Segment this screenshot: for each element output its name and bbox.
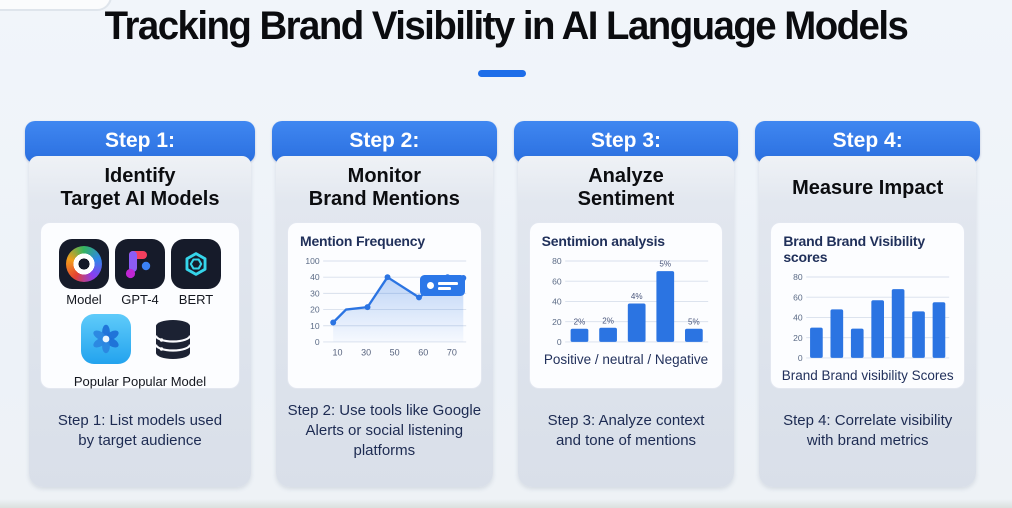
svg-text:10: 10 [332,347,342,357]
step-3-title: Analyze Sentiment [518,156,735,220]
step-1-card: Step 1: Identify Target AI Models Model [25,121,255,487]
svg-text:60: 60 [552,276,562,286]
steps-row: Step 1: Identify Target AI Models Model [25,121,981,487]
step-3-body: Analyze Sentiment Sentimion analysis 80 6… [517,156,735,487]
step-1-title: Identify Target AI Models [29,156,251,220]
title-underline-dash [478,70,526,77]
step-1-title-line2: Target AI Models [60,188,220,210]
f-note-icon [115,239,165,289]
svg-text:80: 80 [793,272,803,282]
svg-text:0: 0 [557,337,562,347]
step-3-caption: Step 3: Analyze context and tone of ment… [547,412,705,449]
svg-text:30: 30 [361,347,371,357]
chart-x-axis-label: Brand Brand visibility Scores [781,367,954,383]
step-2-body: Monitor Brand Mentions Mention Frequency… [276,156,493,487]
svg-text:40: 40 [793,313,803,323]
step-4-caption: Step 4: Correlate visibility with brand … [783,412,953,449]
step-3-card: Step 3: Analyze Sentiment Sentimion anal… [513,121,739,487]
svg-text:2%: 2% [573,317,585,326]
color-pinwheel-icon [59,239,109,289]
step-2-title: Monitor Brand Mentions [276,156,493,220]
svg-text:20: 20 [310,305,320,315]
model-cell: BERT [168,239,224,307]
model-label: GPT-4 [121,292,159,307]
chart-x-axis-label: Positive / neutral / Negative [543,351,709,367]
svg-text:2%: 2% [602,316,614,325]
svg-text:40: 40 [552,297,562,307]
chart-tooltip-badge [419,275,465,296]
step-4-body: Measure Impact Brand Brand Visibility sc… [759,156,977,487]
chart-title: Brand Brand Visibility scores [783,233,925,265]
models-row-2 [51,314,229,371]
bar-chart: 80 60 40 20 0 [781,268,954,367]
step-3-title-line2: Sentiment [577,188,675,210]
svg-text:20: 20 [793,333,803,343]
chart-title: Mention Frequency [300,233,425,249]
step-1-models-panel: Model GPT-4 [40,222,240,389]
step-3-title-line1: Analyze [588,165,664,187]
badge-line-icon [437,287,451,290]
step-1-body: Identify Target AI Models Model [29,156,251,487]
svg-text:80: 80 [552,256,562,266]
model-label: Model [66,292,102,307]
badge-dot-icon [426,282,434,289]
svg-text:10: 10 [310,321,320,331]
svg-text:4%: 4% [631,292,643,301]
database-icon [147,314,199,371]
step-2-caption: Step 2: Use tools like Google Alerts or … [287,402,482,459]
svg-text:5%: 5% [659,260,671,269]
models-row2-label: Popular Popular Model [73,374,207,389]
step-4-title: Measure Impact [759,156,976,220]
svg-text:30: 30 [310,288,320,298]
svg-text:100: 100 [305,256,319,266]
blue-shutter-icon [81,314,131,364]
svg-text:0: 0 [798,353,803,363]
svg-text:70: 70 [447,347,457,357]
step-2-title-line1: Monitor [347,165,421,187]
svg-text:20: 20 [552,317,562,327]
step-1-caption: Step 1: List models used by target audie… [57,412,223,449]
step-2-title-line2: Brand Mentions [308,188,460,210]
step-4-card: Step 4: Measure Impact Brand Brand Visib… [755,121,981,487]
svg-text:5%: 5% [688,317,700,326]
chart-title: Sentimion analysis [541,233,665,249]
badge-line-icon [437,282,458,285]
sentiment-chart-panel: Sentimion analysis 80 60 40 20 0 2% 2% 4% 5% 5% P… [528,222,724,389]
cyan-hexagon-knot-icon [171,239,221,289]
svg-text:60: 60 [793,292,803,302]
step-2-card: Step 2: Monitor Brand Mentions Mention F… [272,121,497,487]
svg-text:50: 50 [390,347,400,357]
model-cell: Model [56,239,112,307]
model-label: BERT [178,292,214,307]
step-1-title-line1: Identify [104,165,176,187]
model-cell: GPT-4 [112,239,168,307]
svg-text:40: 40 [310,272,320,282]
svg-text:0: 0 [315,337,320,347]
models-row-1: Model GPT-4 [51,231,229,307]
bar-chart: 80 60 40 20 0 2% 2% 4% 5% 5% [540,252,713,351]
page-title: Tracking Brand Visibility in AI Language… [104,4,909,48]
svg-text:60: 60 [418,347,428,357]
step-4-title-line1: Measure Impact [792,176,944,199]
